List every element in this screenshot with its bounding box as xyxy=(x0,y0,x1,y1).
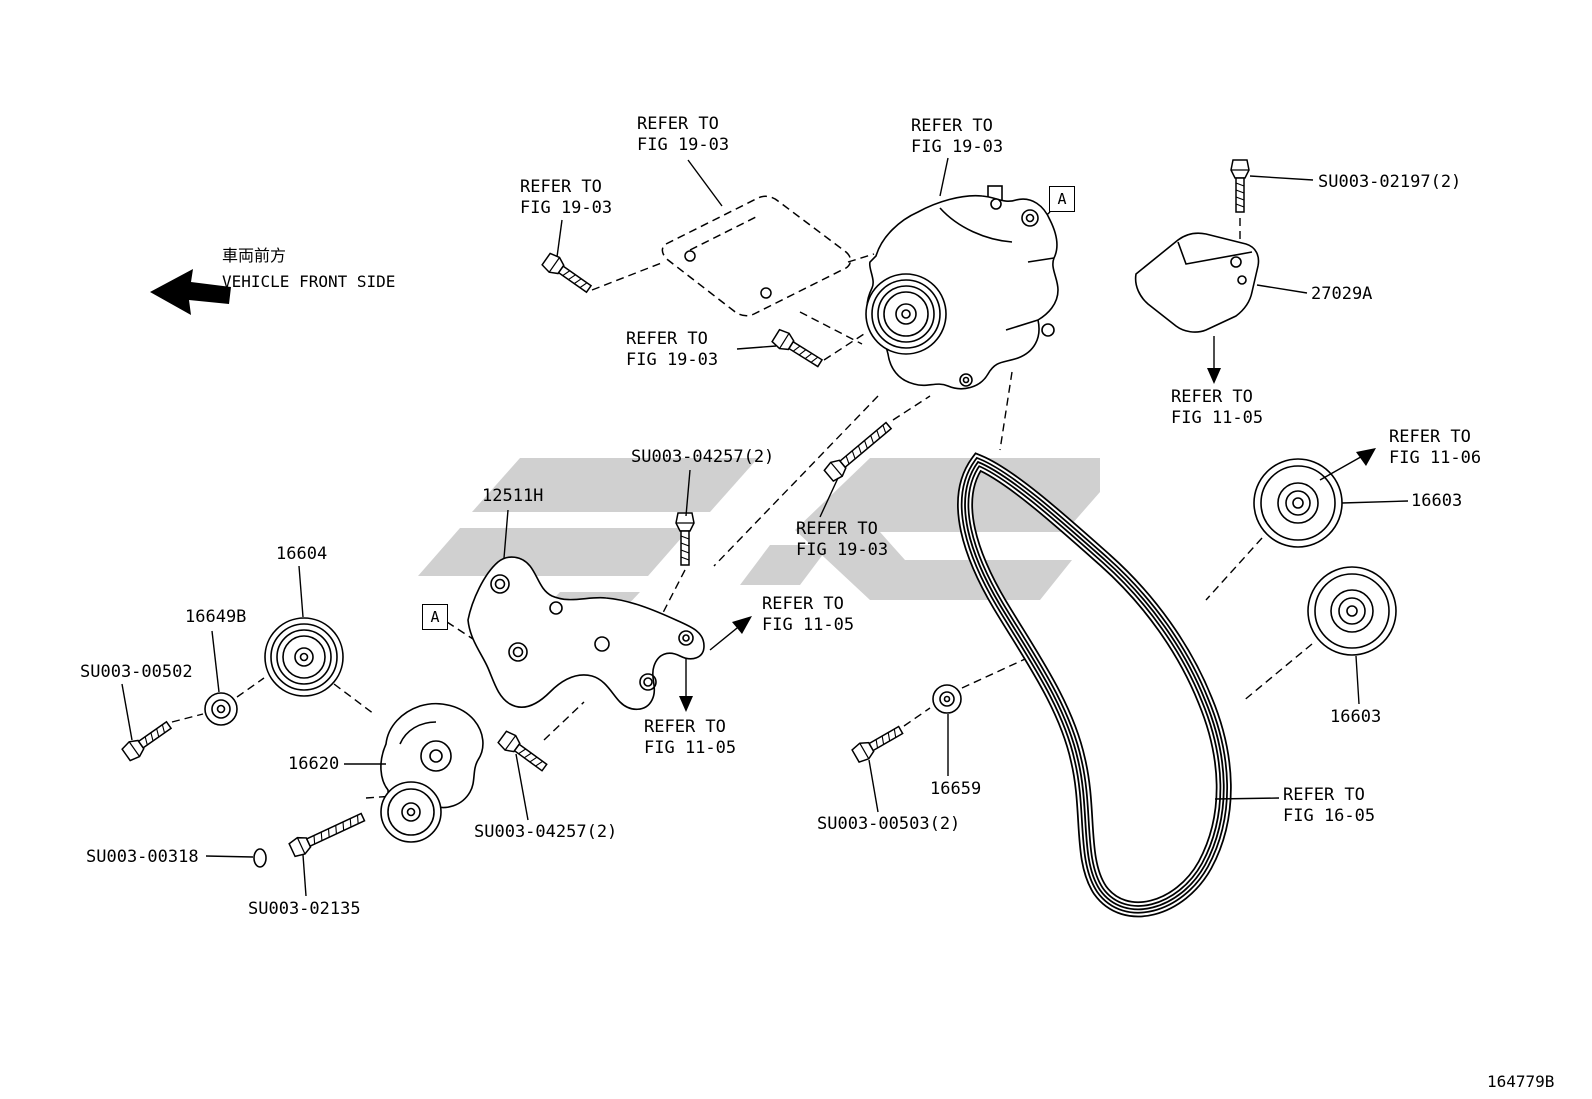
bolt-su003-04257-lower-icon xyxy=(496,728,551,776)
label-refer-fig-19-03-alternator: REFER TO FIG 19-03 xyxy=(911,116,1004,157)
idler-pulley-16603-lower xyxy=(1307,566,1397,656)
label-part-su003-00503: SU003-00503(2) xyxy=(817,814,961,834)
orientation-label-jp: 車両前方 xyxy=(222,246,287,265)
leader-lines xyxy=(121,157,1409,897)
washer-16659 xyxy=(932,684,962,714)
label-part-27029a: 27029A xyxy=(1311,284,1373,304)
washer-16649b xyxy=(204,692,238,726)
engine-cover-outline xyxy=(661,195,852,317)
bolt-cover-icon xyxy=(540,250,595,298)
bolt-su003-02135-icon xyxy=(287,808,368,859)
label-refer-fig-19-03-longbolt: REFER TO FIG 19-03 xyxy=(796,519,889,560)
label-refer-fig-19-03-cover: REFER TO FIG 19-03 xyxy=(637,114,730,155)
plug-su003-00318 xyxy=(253,848,267,868)
idler-pulley-16603-upper xyxy=(1253,458,1343,548)
detail-marker-a-alternator: A xyxy=(1049,186,1075,212)
drawing-number: 164779B xyxy=(1487,1072,1555,1091)
label-part-16604: 16604 xyxy=(276,544,328,564)
bracket-12511h xyxy=(467,556,705,711)
label-refer-fig-11-06: REFER TO FIG 11-06 xyxy=(1389,427,1482,468)
label-refer-fig-19-03-cover-bolt: REFER TO FIG 19-03 xyxy=(520,177,613,218)
alternator-pulley xyxy=(865,273,947,355)
bolt-su003-00503-icon xyxy=(850,721,906,765)
label-part-16659: 16659 xyxy=(930,779,982,799)
label-part-su003-00318: SU003-00318 xyxy=(86,847,199,867)
label-part-su003-00502: SU003-00502 xyxy=(80,662,193,682)
label-refer-fig-16-05: REFER TO FIG 16-05 xyxy=(1283,785,1376,826)
label-part-16603-upper: 16603 xyxy=(1411,491,1463,511)
label-part-su003-04257-lower: SU003-04257(2) xyxy=(474,822,618,842)
label-refer-fig-11-05-mid: REFER TO FIG 11-05 xyxy=(762,594,855,635)
bracket-27029a xyxy=(1134,232,1260,333)
label-part-su003-04257-upper: SU003-04257(2) xyxy=(631,447,775,467)
serpentine-belt xyxy=(957,452,1232,918)
tensioner-16620 xyxy=(380,702,484,843)
reference-arrowheads xyxy=(679,368,1376,712)
label-part-su003-02197: SU003-02197(2) xyxy=(1318,172,1462,192)
tensioner-pulley xyxy=(380,781,442,843)
alternator xyxy=(865,185,1059,390)
dashed-assembly-lines xyxy=(171,211,1313,799)
label-refer-fig-11-05-topright: REFER TO FIG 11-05 xyxy=(1171,387,1264,428)
pulley-16604 xyxy=(264,617,344,697)
detail-marker-a-bracket: A xyxy=(422,604,448,630)
label-part-su003-02135: SU003-02135 xyxy=(248,899,361,919)
label-refer-fig-11-05-lower: REFER TO FIG 11-05 xyxy=(644,717,737,758)
bolt-midbolt-icon xyxy=(770,327,826,372)
label-part-16649b: 16649B xyxy=(185,607,247,627)
label-part-12511h: 12511H xyxy=(482,486,544,506)
label-part-16603-lower: 16603 xyxy=(1330,707,1382,727)
label-refer-fig-19-03-midbolt: REFER TO FIG 19-03 xyxy=(626,329,719,370)
label-part-16620: 16620 xyxy=(288,754,340,774)
bolt-su003-02197-icon xyxy=(1230,159,1250,213)
vehicle-front-arrow-icon xyxy=(150,269,231,315)
orientation-label-en: VEHICLE FRONT SIDE xyxy=(222,272,396,291)
